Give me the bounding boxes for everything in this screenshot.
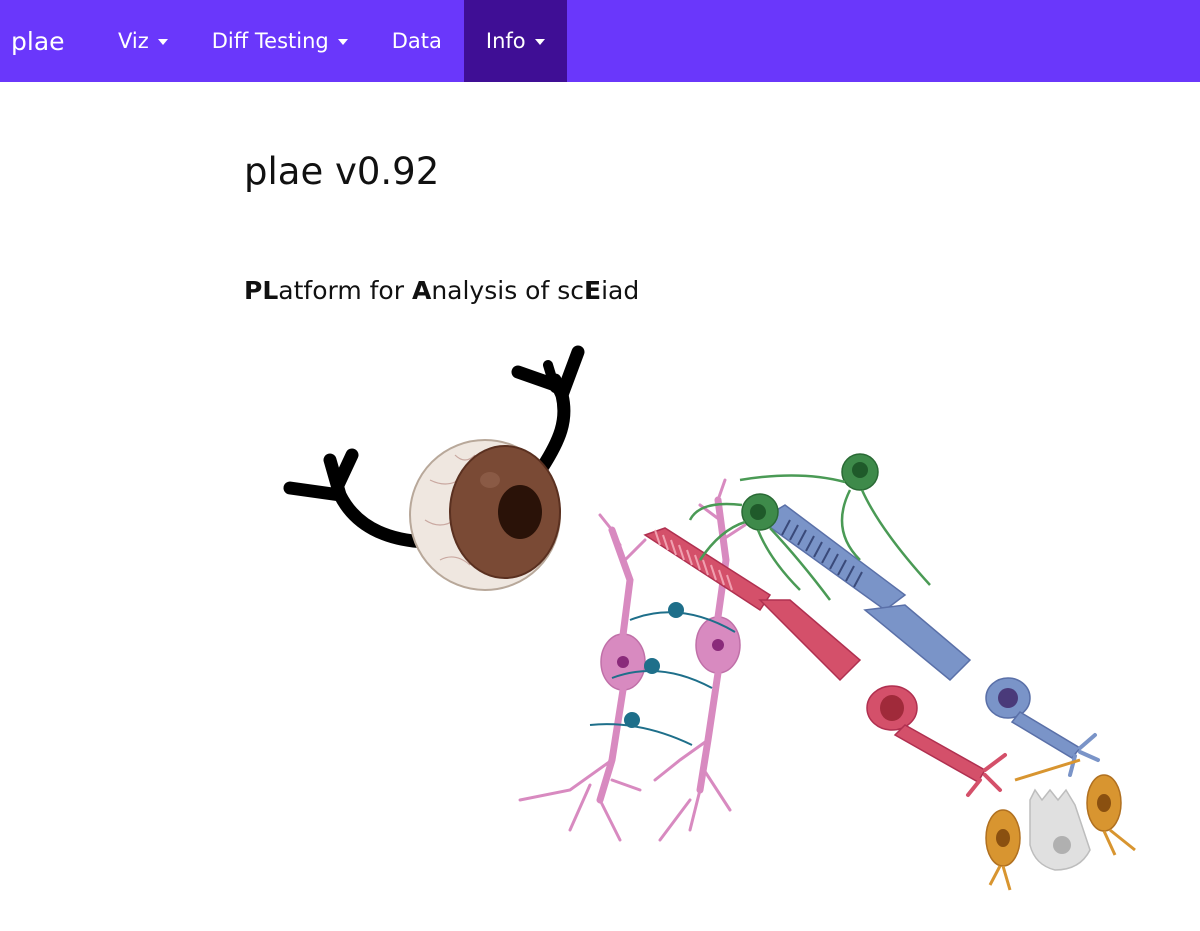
caret-down-icon bbox=[534, 39, 545, 45]
nav-item-data[interactable]: Data bbox=[370, 0, 464, 82]
nav-item-info[interactable]: Info bbox=[463, 0, 567, 82]
tagline-text: nalysis of sc bbox=[431, 276, 584, 305]
nav-item-label: Info bbox=[485, 29, 526, 53]
nav-item-label: Diff Testing bbox=[211, 29, 329, 53]
page-title: plae v0.92 bbox=[244, 150, 440, 193]
nav-item-diff-testing[interactable]: Diff Testing bbox=[190, 0, 370, 82]
eye-icon bbox=[283, 345, 585, 591]
caret-down-icon bbox=[337, 39, 348, 45]
tagline-text: iad bbox=[601, 276, 640, 305]
tagline-text: atform for bbox=[278, 276, 412, 305]
tagline-bold: PL bbox=[244, 276, 279, 305]
caret-down-icon bbox=[157, 39, 168, 45]
tagline-bold: E bbox=[583, 276, 602, 305]
top-navbar: plae Viz Diff Testing Data Info bbox=[0, 0, 1200, 82]
nav-item-viz[interactable]: Viz bbox=[96, 0, 190, 82]
brand-link[interactable]: plae bbox=[11, 26, 65, 56]
tagline: PLatform for Analysis of scEiad bbox=[244, 276, 639, 305]
nav-item-label: Data bbox=[391, 29, 442, 53]
tagline-bold: A bbox=[411, 276, 432, 305]
retina-cells-illustration bbox=[518, 453, 1136, 891]
nav-item-label: Viz bbox=[118, 29, 149, 53]
